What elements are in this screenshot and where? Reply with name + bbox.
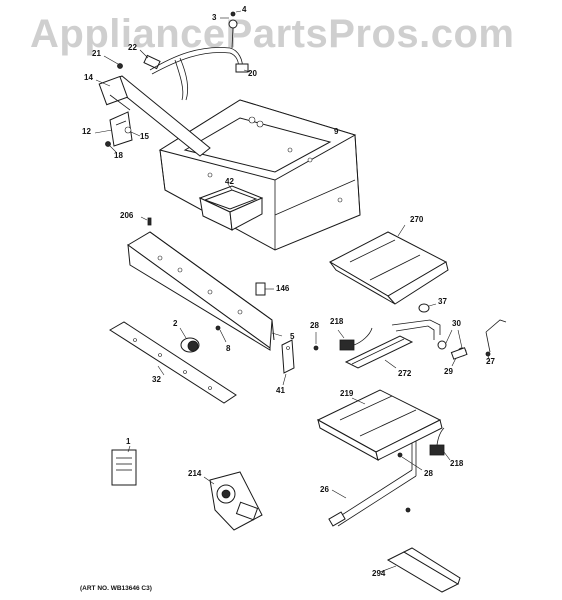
part-37-washer	[418, 303, 437, 313]
callout-1: 1	[126, 437, 131, 446]
callout-270: 270	[410, 215, 424, 224]
part-27-tube	[485, 319, 507, 363]
part-32-panel	[109, 321, 237, 404]
callout-21: 21	[92, 49, 101, 58]
part-42-opening	[198, 183, 264, 231]
callout-12: 12	[82, 127, 91, 136]
part-15-screw	[124, 126, 141, 137]
callout-28-lower: 28	[424, 469, 433, 478]
part-12-bracket	[94, 111, 133, 147]
callout-28-upper: 28	[310, 321, 319, 330]
callout-218-upper: 218	[330, 317, 344, 326]
callout-29: 29	[444, 367, 453, 376]
callout-15: 15	[140, 132, 149, 141]
callout-18: 18	[114, 151, 123, 160]
part-272-strip	[344, 335, 414, 369]
part-14-manifold	[95, 75, 211, 157]
callout-3: 3	[212, 13, 217, 22]
art-number: (ART NO. WB13646 C3)	[80, 585, 152, 592]
callout-42: 42	[225, 177, 234, 186]
part-8-screw	[215, 325, 227, 343]
callout-4: 4	[242, 5, 247, 14]
part-18-screw	[105, 141, 117, 153]
callout-206: 206	[120, 211, 134, 220]
callout-272: 272	[398, 369, 412, 378]
callout-37: 37	[438, 297, 447, 306]
callout-41: 41	[276, 386, 285, 395]
callout-8: 8	[226, 344, 231, 353]
callout-20: 20	[248, 69, 257, 78]
part-294-bracket	[379, 547, 461, 593]
callout-294: 294	[372, 569, 386, 578]
part-28-screw-upper	[313, 332, 319, 351]
callout-146: 146	[276, 284, 290, 293]
callout-2: 2	[173, 319, 178, 328]
callout-14: 14	[84, 73, 93, 82]
part-270-panel	[328, 224, 449, 305]
callout-30: 30	[452, 319, 461, 328]
part-3-4-fitting	[220, 10, 242, 49]
callout-9: 9	[334, 127, 339, 136]
callout-219: 219	[340, 389, 354, 398]
part-218-igniter-upper	[337, 327, 373, 351]
part-146-clip	[255, 282, 274, 296]
callout-218-lower: 218	[450, 459, 464, 468]
part-9-burner-box	[158, 99, 361, 251]
callout-26: 26	[320, 485, 329, 494]
part-1-manual	[111, 445, 137, 486]
part-29-orifice	[450, 347, 468, 367]
part-26-burner-tube	[328, 319, 441, 527]
part-28-screw-lower	[397, 452, 423, 471]
callout-32: 32	[152, 375, 161, 384]
callout-27: 27	[486, 357, 495, 366]
part-41-bracket	[281, 339, 295, 386]
part-21-screw	[103, 55, 123, 69]
callout-5: 5	[290, 332, 295, 341]
part-214-valve	[203, 471, 263, 531]
callout-214: 214	[188, 469, 202, 478]
part-206-screw	[140, 216, 152, 226]
part-5-support	[127, 231, 283, 351]
part-218-igniter-lower	[429, 427, 451, 461]
part-2-knob	[179, 327, 200, 353]
part-219-tray	[316, 389, 443, 461]
part-20-gas-tube	[149, 47, 251, 101]
callout-22: 22	[128, 43, 137, 52]
